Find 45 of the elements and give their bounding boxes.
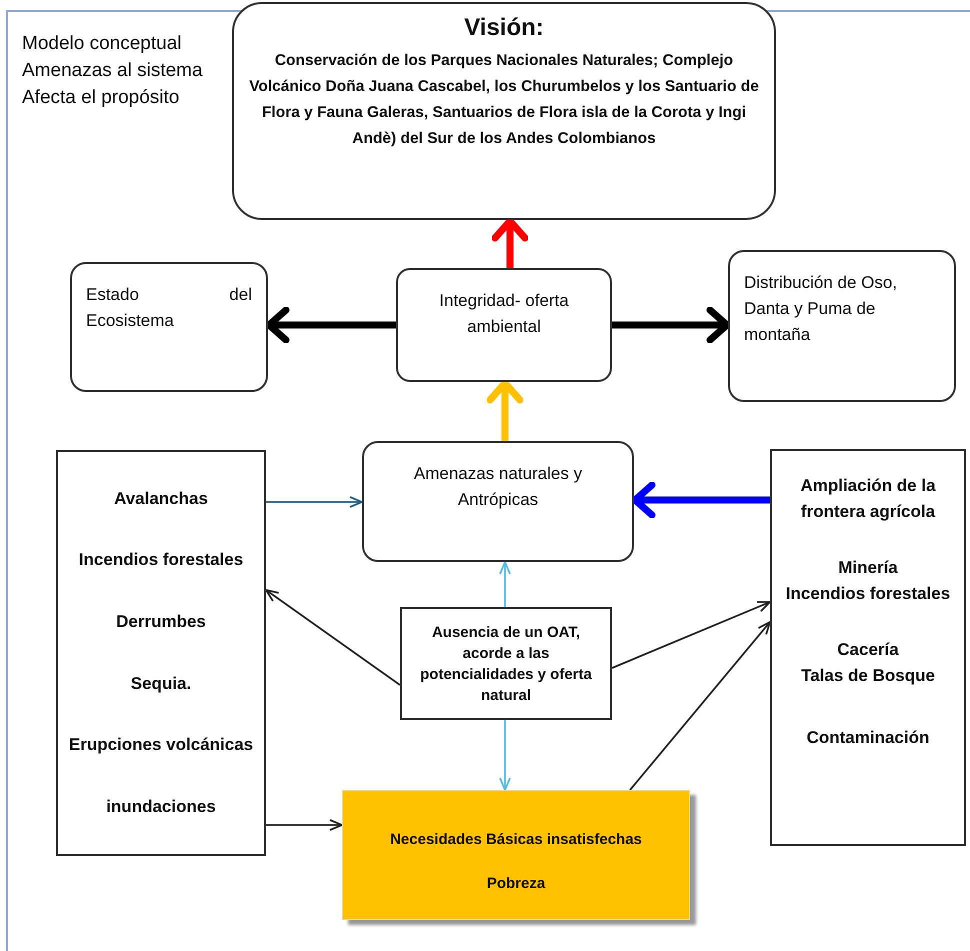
arrow [612, 601, 771, 669]
node-text: Ausencia de un OAT, acorde a las potencialidades y oferta natural [419, 622, 593, 706]
note-text: Modelo conceptual [22, 32, 182, 56]
vision-box [232, 2, 776, 220]
list-item: Talas de Bosque [801, 665, 935, 687]
node-text: Estado del Ecosistema [86, 284, 252, 332]
list-item: Incendios forestales [786, 583, 950, 605]
node-text: Necesidades Básicas insatisfechas [390, 830, 642, 848]
node-text: Distribución de Oso, Danta y Puma de montaña [744, 272, 898, 346]
list-box [770, 449, 966, 846]
node-text: Pobreza [486, 874, 546, 892]
list-item: Minería [838, 557, 898, 579]
arrow [492, 218, 528, 268]
list-item: inundaciones [106, 797, 216, 818]
list-item: Ampliación de la frontera agrícola [799, 475, 937, 523]
arrow [266, 819, 343, 831]
body-text: Conservación de los Parques Nacionales Naturales; Complejo Volcánico Doña Juana Cascabel, los Churumbelos y los Santuario de Flora y Fauna Galeras, Santuarios de Flora isla de la Corota y Ingi Andè) del Sur de los Andes Colombianos [248, 51, 760, 149]
process-box [396, 268, 612, 382]
list-item: Avalanchas [114, 488, 208, 509]
list-item: Incendios forestales [78, 550, 244, 570]
heading: Visión: [464, 14, 544, 42]
process-box [70, 262, 268, 392]
list-item: Contaminación [806, 727, 930, 749]
node-text: Amenazas naturales y Antrópicas [412, 463, 584, 511]
arrow [265, 589, 401, 686]
list-box [56, 450, 266, 856]
highlight-box [342, 790, 690, 920]
arrow [629, 621, 771, 791]
arrow [499, 720, 511, 791]
arrow [266, 306, 396, 344]
arrow [612, 306, 730, 344]
arrow [266, 496, 363, 508]
arrow [632, 482, 770, 518]
process-box [728, 250, 956, 402]
process-box [362, 441, 634, 562]
note-text: Amenazas al sistema [22, 59, 203, 83]
list-item: Sequia. [130, 674, 192, 694]
list-item: Erupciones volcánicas [68, 735, 254, 756]
arrow [486, 380, 524, 441]
node-text: Integridad- oferta ambiental [438, 290, 570, 338]
list-item: Cacería [837, 639, 899, 661]
list-item: Derrumbes [116, 612, 206, 632]
arrow [499, 561, 511, 607]
process-box [400, 607, 612, 720]
note-text: Afecta el propósito [22, 86, 180, 110]
